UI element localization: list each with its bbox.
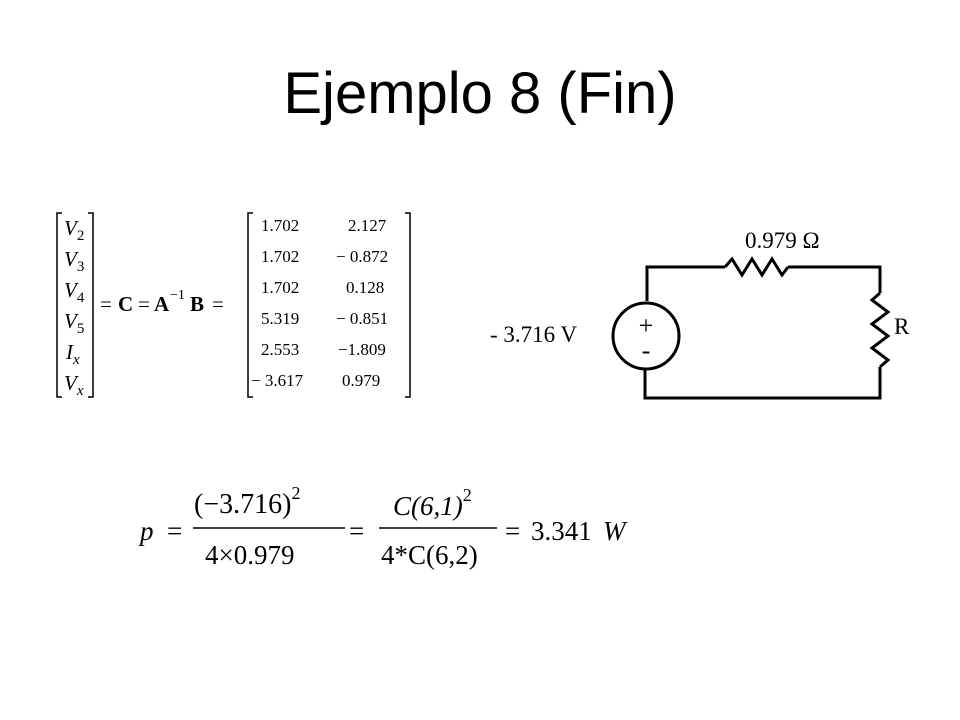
resistor-value-label: 0.979 Ω bbox=[745, 228, 820, 253]
result-cell: − 3.617 bbox=[251, 371, 304, 390]
fraction1-denominator: 4×0.979 bbox=[205, 540, 294, 570]
equals-sign: = bbox=[167, 516, 182, 546]
result-cell: 2.127 bbox=[348, 216, 387, 235]
fraction1-numerator: (−3.716)2 bbox=[194, 483, 300, 520]
vector-entry: V5 bbox=[64, 309, 84, 337]
result-cell: − 0.872 bbox=[336, 247, 388, 266]
load-label: R bbox=[894, 314, 910, 339]
vector-entry: V3 bbox=[64, 247, 84, 275]
result-cell: 1.702 bbox=[261, 278, 299, 297]
result-cell: 1.702 bbox=[261, 247, 299, 266]
power-result: 3.341 bbox=[531, 516, 592, 546]
voltage-source bbox=[611, 301, 681, 371]
source-minus: - bbox=[642, 336, 651, 365]
power-symbol: p bbox=[138, 516, 154, 546]
source-value-label: - 3.716 V bbox=[490, 322, 577, 347]
equals-sign: = bbox=[349, 516, 364, 546]
fraction2-denominator: 4*C(6,2) bbox=[381, 540, 478, 570]
slide-title: Ejemplo 8 (Fin) bbox=[283, 61, 677, 126]
matrix-equation: V2 V3 V4 V5 Ix Vx = C = A −1 B = 1.702 2… bbox=[56, 212, 411, 399]
fraction2-numerator: C(6,1)2 bbox=[393, 485, 472, 521]
vector-entry: V2 bbox=[64, 216, 84, 244]
equals-sign: = bbox=[505, 516, 520, 546]
vector-right-bracket bbox=[88, 212, 94, 398]
power-equation: p = (−3.716)2 4×0.979 = C(6,1)2 4*C(6,2)… bbox=[138, 483, 628, 570]
matrix-a: A bbox=[154, 292, 170, 316]
inverse-exponent: −1 bbox=[170, 288, 185, 303]
load-resistor bbox=[869, 291, 891, 369]
vector-entry: V4 bbox=[64, 278, 85, 306]
wire bbox=[643, 367, 882, 400]
result-right-bracket bbox=[405, 212, 411, 398]
series-resistor bbox=[723, 256, 790, 278]
result-cell: 1.702 bbox=[261, 216, 299, 235]
wire bbox=[645, 265, 725, 301]
wire bbox=[788, 265, 882, 293]
vector-entry: Vx bbox=[64, 371, 84, 399]
result-left-bracket bbox=[247, 212, 253, 398]
vector-left-bracket bbox=[56, 212, 62, 398]
result-cell: 0.979 bbox=[342, 371, 380, 390]
matrix-operator: = C = A −1 B = bbox=[100, 288, 224, 316]
equals-sign: = bbox=[212, 292, 224, 316]
matrix-c: C bbox=[118, 292, 133, 316]
result-cell: − 0.851 bbox=[336, 309, 388, 328]
power-unit: W bbox=[603, 516, 628, 546]
result-cell: 0.128 bbox=[346, 278, 384, 297]
source-plus: + bbox=[639, 311, 654, 340]
result-cell: 5.319 bbox=[261, 309, 299, 328]
circuit-diagram: + - 0.979 Ω - 3.716 V R bbox=[490, 228, 910, 400]
matrix-b: B bbox=[190, 292, 204, 316]
vector-entry: Ix bbox=[65, 340, 80, 368]
result-cell: −1.809 bbox=[338, 340, 386, 359]
result-cell: 2.553 bbox=[261, 340, 299, 359]
result-matrix: 1.702 2.127 1.702 − 0.872 1.702 0.128 5.… bbox=[251, 216, 388, 390]
equals-sign: = bbox=[100, 292, 112, 316]
vector-entries: V2 V3 V4 V5 Ix Vx bbox=[64, 216, 85, 399]
equals-sign: = bbox=[138, 292, 150, 316]
